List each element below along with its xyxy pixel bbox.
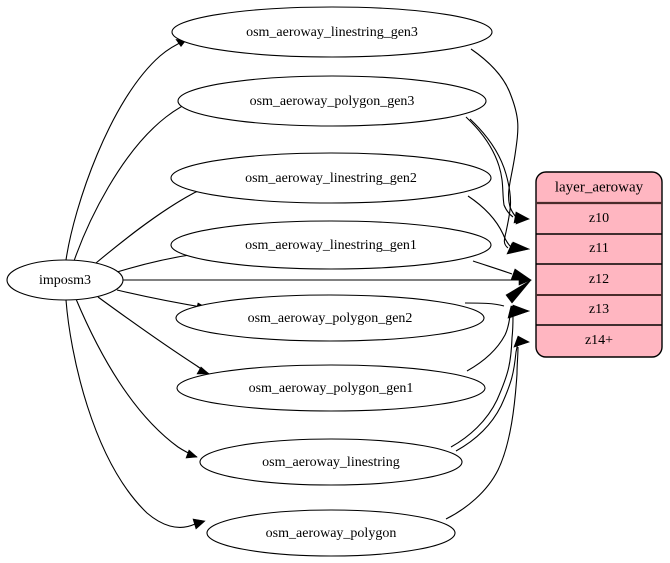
table-row-z11[interactable]: z11	[536, 241, 662, 265]
table-row-z10-label: z10	[589, 211, 609, 226]
edge-polygon-gen2-to-z13	[464, 279, 532, 307]
node-osm-aeroway-polygon-gen2[interactable]: osm_aeroway_polygon_gen2	[175, 294, 485, 342]
node-osm-aeroway-linestring-gen2-label: osm_aeroway_linestring_gen2	[245, 171, 417, 186]
node-osm-aeroway-linestring-gen2[interactable]: osm_aeroway_linestring_gen2	[170, 152, 492, 204]
node-osm-aeroway-polygon-gen3-label: osm_aeroway_polygon_gen3	[250, 94, 415, 109]
table-row-z13[interactable]: z13	[536, 302, 662, 326]
node-osm-aeroway-linestring-gen3[interactable]: osm_aeroway_linestring_gen3	[171, 6, 493, 58]
node-osm-aeroway-polygon[interactable]: osm_aeroway_polygon	[206, 509, 456, 557]
edge-linestring-gen3-to-z10	[470, 48, 530, 225]
table-row-z12-label: z12	[589, 272, 609, 287]
node-osm-aeroway-polygon-gen1-label: osm_aeroway_polygon_gen1	[249, 381, 414, 396]
edge-polygon-gen3-to-z10	[465, 116, 530, 224]
table-row-z14plus[interactable]: z14+	[585, 333, 613, 348]
table-header-cell: layer_aeroway	[536, 179, 662, 205]
table-header-label: layer_aeroway	[555, 179, 644, 195]
node-imposm3[interactable]: imposm3	[6, 259, 124, 301]
edges-layer	[65, 39, 532, 530]
edge-imposm3-to-linestring-gen3	[65, 39, 187, 261]
table-row-z10[interactable]: z10	[536, 211, 662, 235]
edge-linestring-gen1-to-z12	[472, 260, 532, 281]
node-osm-aeroway-polygon-gen1[interactable]: osm_aeroway_polygon_gen1	[176, 364, 486, 412]
nodes-layer: imposm3 osm_aeroway_linestring_gen3 osm_…	[6, 6, 493, 557]
node-osm-aeroway-polygon-gen2-label: osm_aeroway_polygon_gen2	[248, 311, 413, 326]
node-osm-aeroway-linestring-gen1[interactable]: osm_aeroway_linestring_gen1	[170, 220, 492, 270]
edge-imposm3-to-polygon-gen1	[97, 296, 210, 375]
edge-polygon-to-z14plus	[445, 336, 530, 520]
edge-imposm3-to-linestring	[75, 298, 198, 459]
table-row-z11-label: z11	[589, 241, 609, 256]
node-imposm3-label: imposm3	[39, 273, 91, 288]
table-row-z13-label: z13	[589, 302, 609, 317]
node-osm-aeroway-polygon-label: osm_aeroway_polygon	[266, 526, 397, 541]
node-osm-aeroway-polygon-gen3[interactable]: osm_aeroway_polygon_gen3	[177, 75, 487, 127]
table-row-z14plus-label: z14+	[585, 333, 613, 348]
edge-linestring-gen2-to-z11	[467, 195, 531, 254]
table-row-z12[interactable]: z12	[536, 272, 662, 296]
node-osm-aeroway-linestring[interactable]: osm_aeroway_linestring	[199, 438, 463, 486]
edge-imposm3-to-polygon	[65, 299, 206, 530]
node-osm-aeroway-linestring-label: osm_aeroway_linestring	[262, 455, 400, 470]
node-layer-aeroway-table[interactable]: layer_aeroway z10 z11 z12 z13 z14+	[535, 171, 663, 358]
edge-imposm3-to-z12	[123, 274, 532, 286]
node-osm-aeroway-linestring-gen1-label: osm_aeroway_linestring_gen1	[245, 238, 417, 253]
node-osm-aeroway-linestring-gen3-label: osm_aeroway_linestring_gen3	[246, 25, 418, 40]
edge-linestring-to-z13	[450, 304, 530, 448]
